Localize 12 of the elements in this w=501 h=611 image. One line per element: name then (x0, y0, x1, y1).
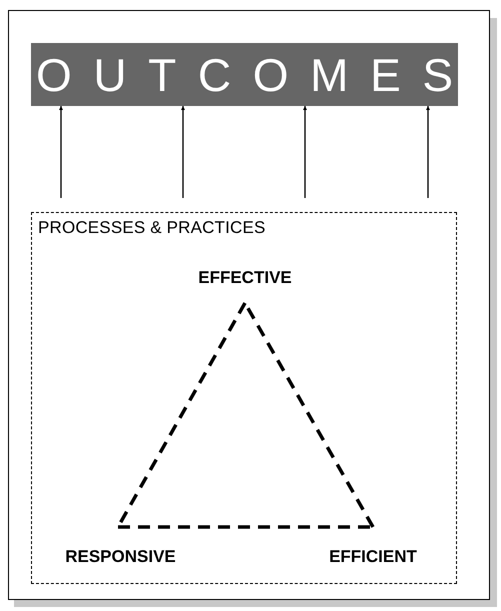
vertex-title: RESPONSIVE (65, 548, 176, 565)
dashed-group-box (31, 212, 457, 584)
band-title: OUTCOMES (34, 52, 475, 98)
arrow (303, 106, 307, 198)
group-title: PROCESSES & PRACTICES (38, 219, 266, 236)
title-band (31, 43, 458, 106)
arrow (181, 106, 185, 198)
vertex-title: EFFICIENT (329, 548, 417, 565)
arrow (59, 106, 63, 198)
dashed-line (118, 525, 373, 529)
vertex-title: EFFECTIVE (198, 269, 292, 286)
arrow (426, 106, 430, 198)
